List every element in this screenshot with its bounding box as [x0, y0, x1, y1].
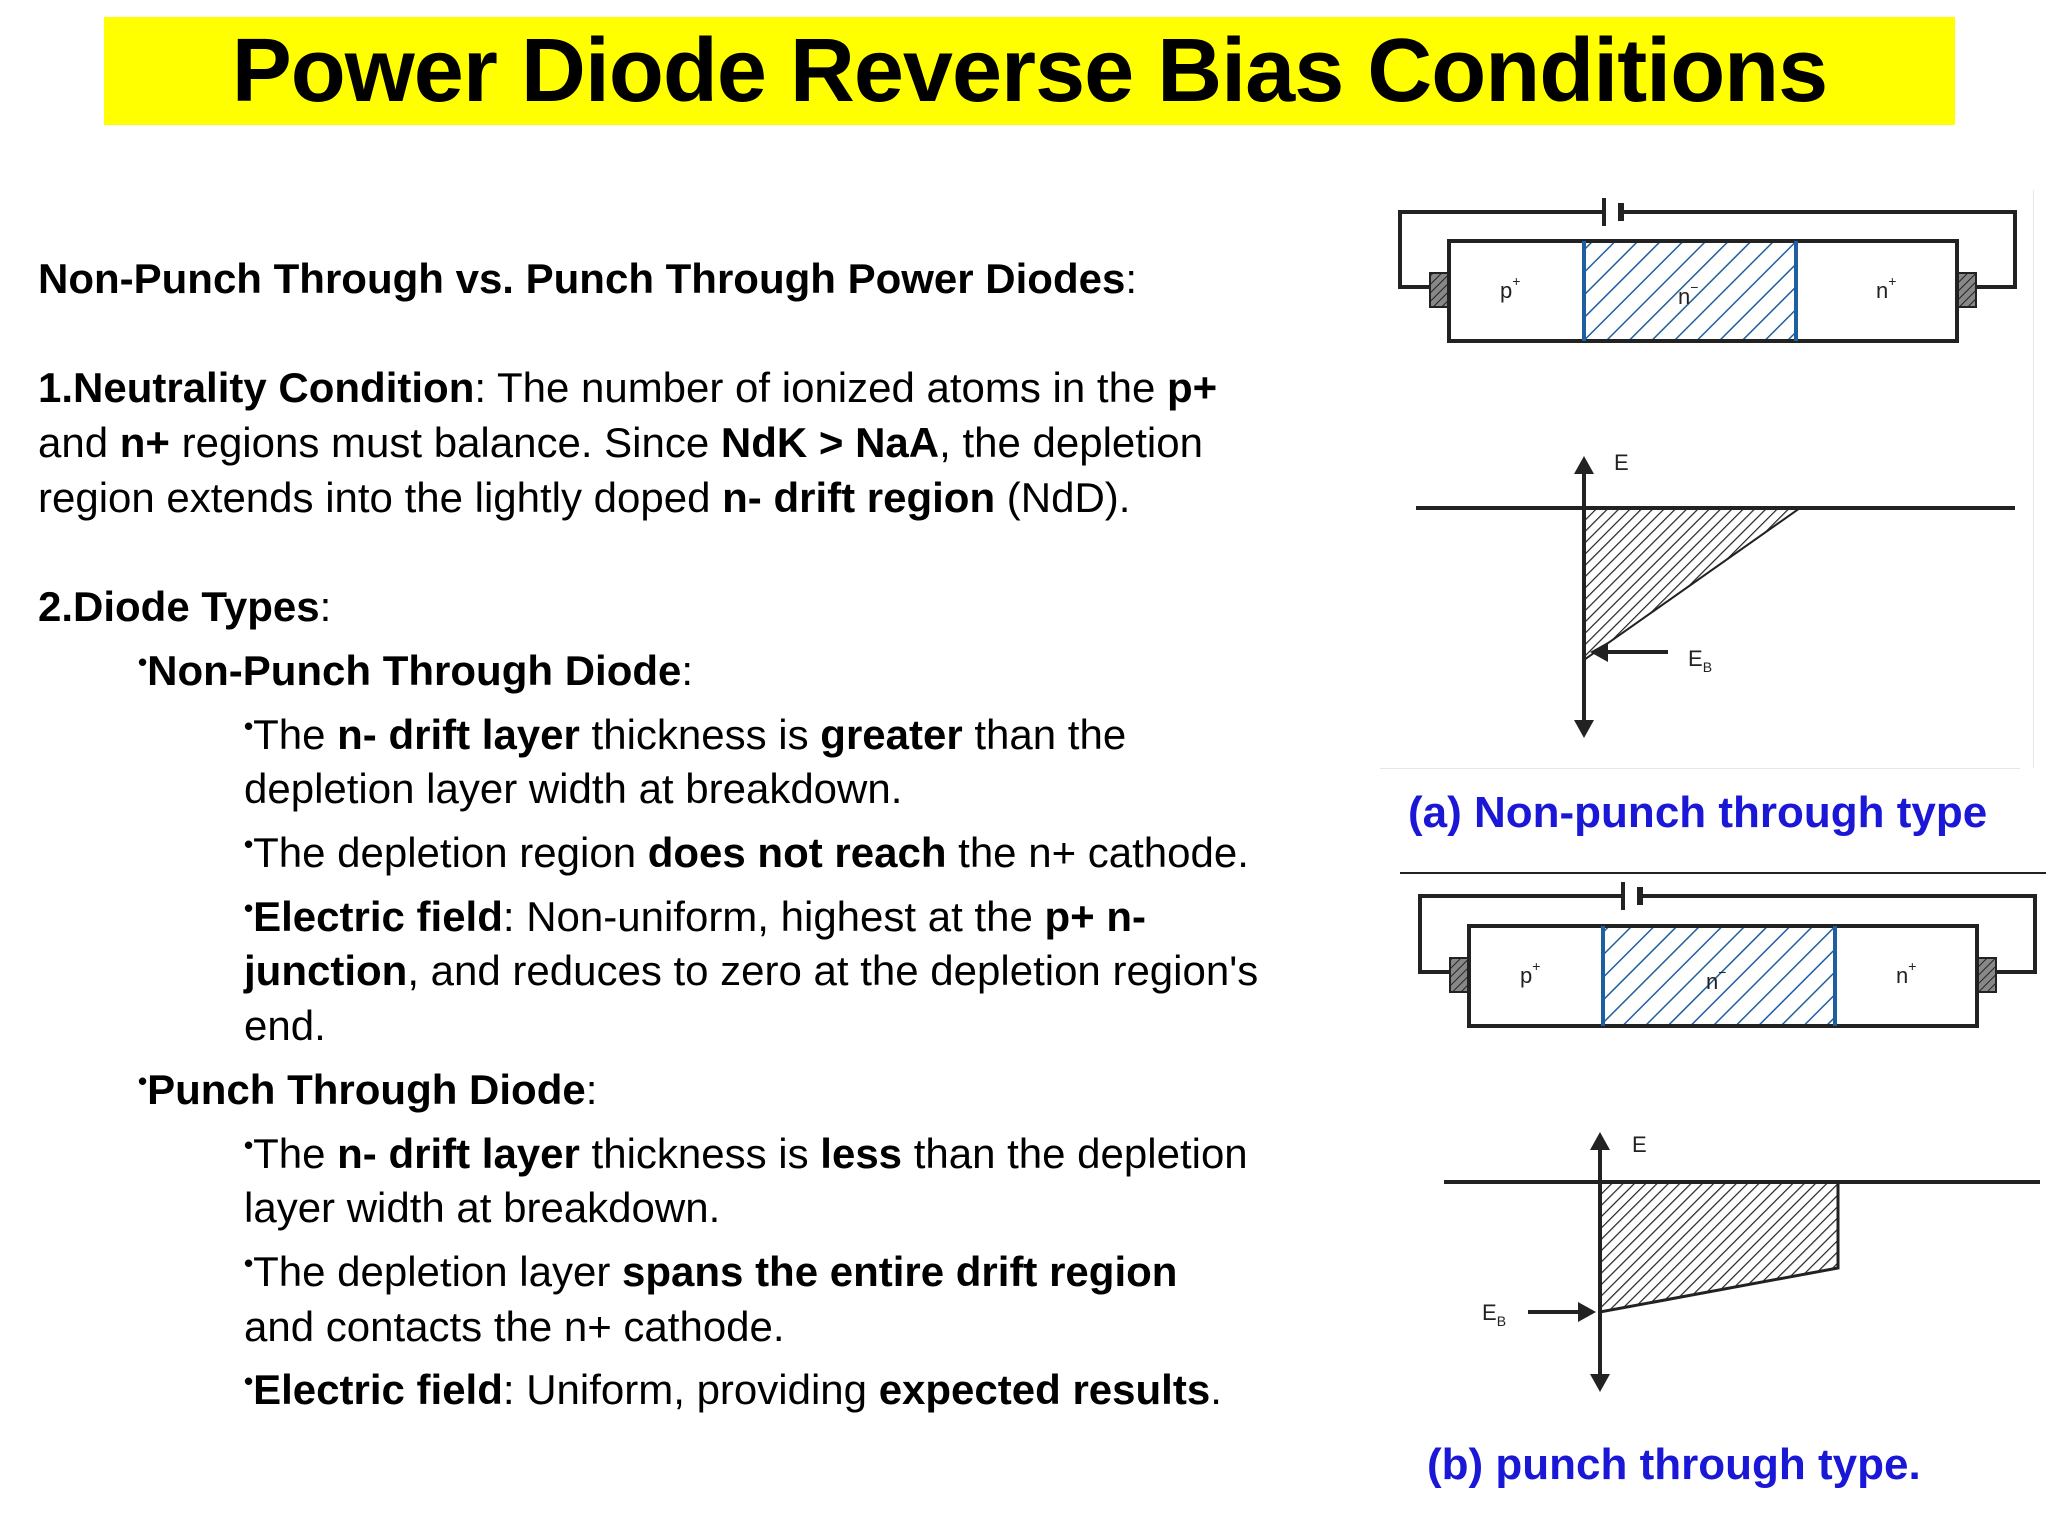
pt-n-minus-label: n−	[1706, 964, 1726, 994]
pt-p-label: p+	[1520, 958, 1540, 988]
slide-title: Power Diode Reverse Bias Conditions	[231, 20, 1828, 121]
npt-field-axis-down-arrow	[1574, 720, 1594, 738]
pt-field-axis-down-arrow	[1590, 1374, 1610, 1392]
npt-item-3-end: end.	[244, 1002, 326, 1050]
pt-heading: •Punch Through Diode:	[138, 1065, 598, 1113]
diode-types-heading: 2.Diode Types:	[38, 583, 332, 631]
npt-item-2: •The depletion region does not reach the…	[244, 829, 1249, 876]
npt-n-plus-label: n+	[1876, 273, 1896, 303]
npt-circuit-wire	[1398, 210, 2017, 289]
pt-item-2-cont: and contacts the n+ cathode.	[244, 1302, 785, 1350]
npt-field-triangle	[1583, 507, 1804, 662]
neutrality-line-1: 1.Neutrality Condition: The number of io…	[38, 364, 1218, 412]
pt-field-axis-up-arrow	[1590, 1132, 1610, 1150]
npt-heading: •Non-Punch Through Diode:	[138, 646, 694, 694]
figure-divider	[1400, 872, 2046, 874]
npt-eb-label: EB	[1688, 646, 1712, 675]
pt-e-label: E	[1632, 1132, 1647, 1157]
npt-field-axis-up-arrow	[1574, 456, 1594, 474]
npt-drift-region	[1584, 243, 1796, 339]
figure-panel-bottom-edge	[1380, 768, 2020, 769]
pt-item-1-cont: layer width at breakdown.	[244, 1184, 721, 1232]
pt-item-2: •The depletion layer spans the entire dr…	[244, 1247, 1178, 1295]
npt-item-3: •Electric field: Non-uniform, highest at…	[244, 892, 1146, 940]
pt-n-plus-label: n+	[1896, 958, 1916, 988]
pt-battery-icon	[1621, 882, 1643, 910]
pt-eb-label: EB	[1482, 1300, 1506, 1329]
neutrality-line-3: region extends into the lightly doped n-…	[38, 473, 1131, 521]
section-heading: Non-Punch Through vs. Punch Through Powe…	[38, 255, 1137, 302]
pt-drift-region	[1603, 928, 1835, 1024]
slide-body: Non-Punch Through vs. Punch Through Powe…	[38, 252, 1358, 1418]
pt-item-1: •The n- drift layer thickness is less th…	[244, 1129, 1248, 1177]
neutrality-line-2: and n+ regions must balance. Since NdK >…	[38, 419, 1203, 467]
npt-item-1-cont: depletion layer width at breakdown.	[244, 765, 903, 813]
caption-punch-through: (b) punch through type.	[1427, 1440, 1921, 1489]
caption-non-punch-through: (a) Non-punch through type	[1408, 788, 1988, 837]
title-banner: Power Diode Reverse Bias Conditions	[104, 17, 1955, 125]
npt-e-label: E	[1614, 450, 1629, 475]
pt-field-trapezoid	[1598, 1180, 1840, 1314]
npt-battery-icon	[1602, 198, 1624, 226]
npt-n-minus-label: n−	[1678, 279, 1698, 309]
npt-p-label: p+	[1500, 273, 1520, 303]
pt-circuit-wire	[1418, 894, 2037, 974]
figure-panel-edge	[2033, 190, 2034, 768]
npt-item-1: •The n- drift layer thickness is greater…	[244, 710, 1127, 758]
pt-item-3: •Electric field: Uniform, providing expe…	[244, 1366, 1222, 1414]
npt-item-3-cont: junction, and reduces to zero at the dep…	[244, 947, 1259, 995]
